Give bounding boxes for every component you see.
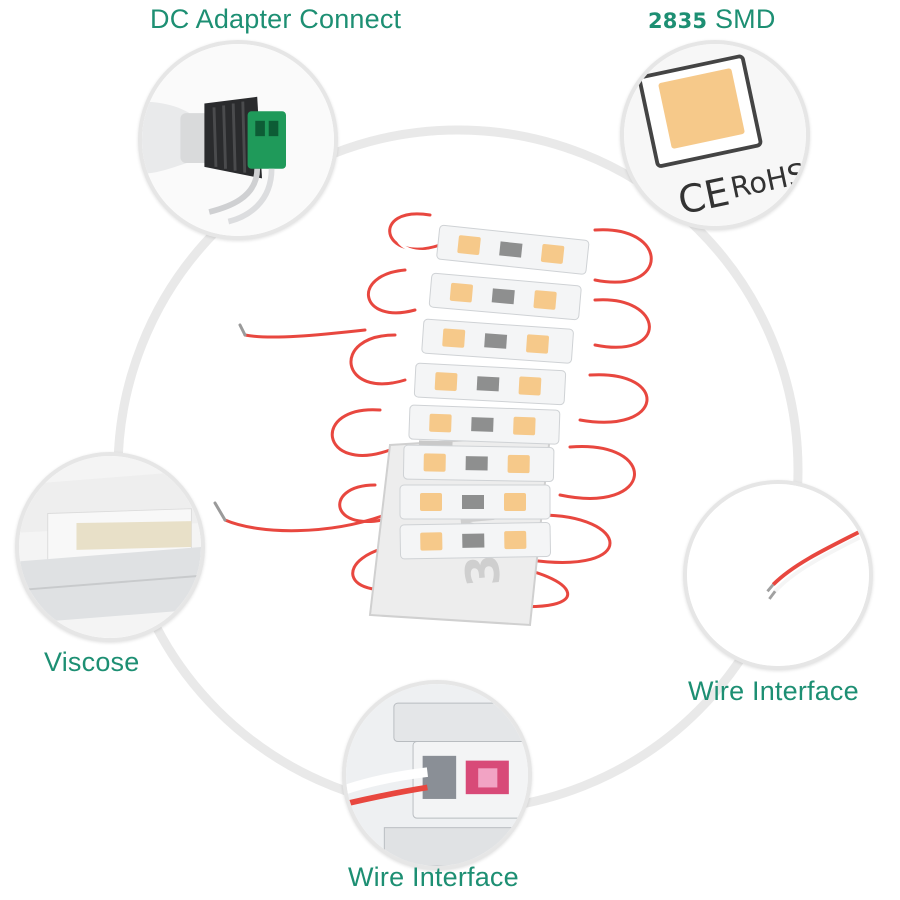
wire-interface-bottom-bubble <box>342 680 532 870</box>
dc-adapter-label: DC Adapter Connect <box>150 4 402 34</box>
wire-interface-right-bubble <box>683 480 873 670</box>
ce-mark: CE <box>674 170 733 225</box>
smd-suffix: SMD <box>707 4 776 34</box>
smd-label: 2835 SMD <box>648 4 776 35</box>
smd-led-chip-icon: CE RoHS <box>624 44 806 226</box>
wire-leads-icon <box>687 484 869 666</box>
dc-connector-icon <box>142 44 334 236</box>
viscose-bubble <box>15 452 205 642</box>
led-modules <box>399 224 590 560</box>
wire-solder-closeup-icon <box>346 684 528 866</box>
led-module-stack: 3M 3M <box>213 212 653 627</box>
viscose-label: Viscose <box>44 647 140 677</box>
wire-interface-bottom-label: Wire Interface <box>348 862 519 892</box>
smd-model-number: 2835 <box>648 9 708 33</box>
adhesive-tape-icon <box>19 456 201 638</box>
dc-adapter-bubble <box>138 40 338 240</box>
wire-interface-right-label: Wire Interface <box>688 676 859 706</box>
smd-chip-bubble: CE RoHS <box>620 40 810 230</box>
